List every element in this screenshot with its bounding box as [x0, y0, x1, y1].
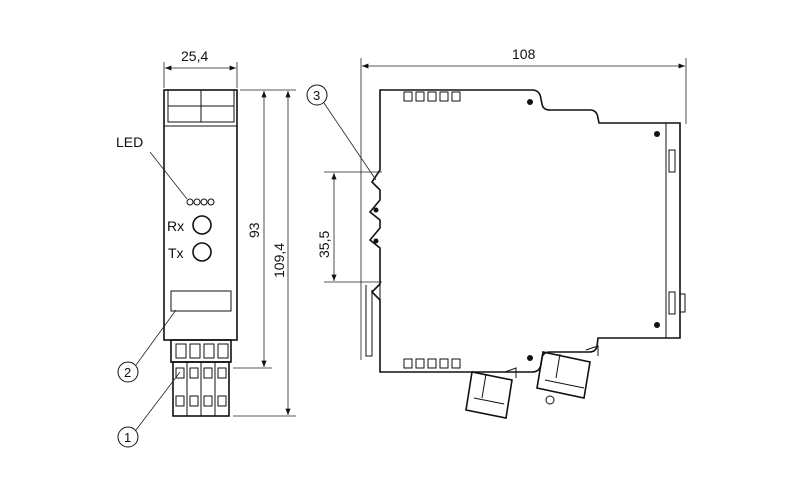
bottom-connector — [170, 339, 232, 417]
callout-1-label: 1 — [124, 430, 131, 445]
side-housing-outline — [368, 89, 681, 373]
label-window — [170, 290, 232, 312]
front-view: LED Rx Tx — [116, 48, 296, 448]
led-indicators — [186, 198, 215, 206]
callout-1-circle — [117, 426, 139, 448]
led-label: LED — [116, 134, 143, 150]
callout-2-circle — [117, 361, 139, 383]
tx-label: Tx — [168, 245, 184, 261]
rail-height-dim: 35,5 — [316, 231, 332, 258]
front-total-height-dim: 109,4 — [271, 243, 287, 278]
side-plug-left — [465, 367, 517, 419]
side-view: 108 — [306, 46, 687, 419]
side-top-terminals — [403, 91, 461, 102]
front-height-dim: 93 — [246, 222, 262, 238]
side-plug-right — [536, 345, 599, 405]
front-width-dim: 25,4 — [181, 48, 208, 64]
rx-port-circle — [192, 215, 212, 235]
front-housing — [163, 89, 238, 341]
callout-3-circle — [306, 84, 328, 106]
tx-port-circle — [192, 242, 212, 262]
din-rail-clip — [365, 285, 373, 357]
rx-label: Rx — [167, 218, 184, 234]
screws — [373, 99, 660, 361]
callout-2-label: 2 — [124, 365, 131, 380]
side-bottom-terminals — [403, 358, 461, 369]
side-width-dim: 108 — [512, 46, 536, 62]
callout-3-label: 3 — [313, 88, 320, 103]
